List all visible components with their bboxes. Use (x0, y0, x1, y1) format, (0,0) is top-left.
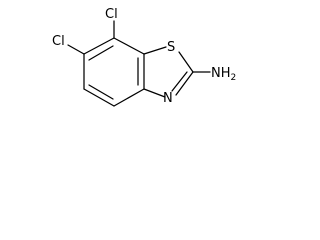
bond-c7-c7a (113, 37, 145, 55)
bond-c6-c7 (83, 37, 115, 55)
amine-main-text: NH (211, 66, 231, 81)
bond-n3-c3a (143, 88, 166, 98)
bond-c6-cl (67, 44, 85, 55)
benzothiazole-structure-diagram: Cl Cl S N NH2 (52, 7, 236, 107)
bond-c3a-c4 (113, 88, 145, 107)
sulfur-label: S (167, 40, 175, 55)
bond-c2-n3 (175, 71, 194, 96)
bond-c7a-s (143, 46, 167, 55)
bond-c2-n3-double (171, 71, 188, 92)
chlorine-left-label: Cl (52, 34, 65, 49)
amine-subscript-text: 2 (231, 73, 237, 83)
chlorine-top-label: Cl (105, 7, 118, 22)
bond-double-c7-c6-inner (88, 45, 114, 61)
amine-label: NH2 (211, 66, 236, 83)
bond-c4-c5 (83, 88, 115, 107)
bond-s-c2 (178, 51, 194, 73)
bond-double-c4-c5-inner (88, 84, 114, 100)
ring-nitrogen-label: N (163, 91, 173, 106)
